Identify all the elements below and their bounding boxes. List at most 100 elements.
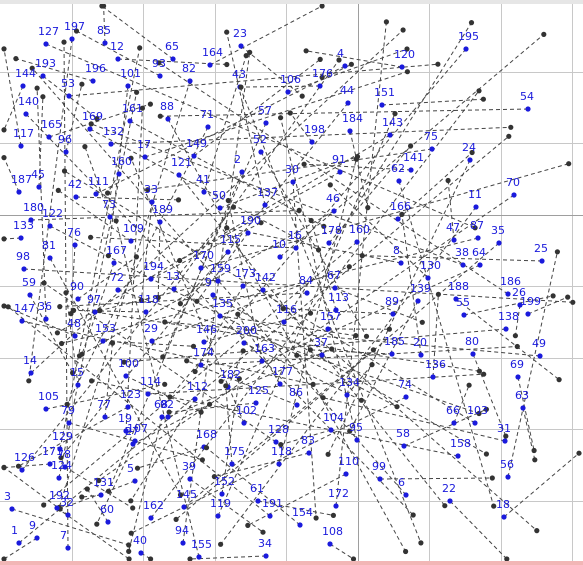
segment-startpoint xyxy=(157,219,163,225)
point-label: 47 xyxy=(446,221,460,234)
segment-endpoint xyxy=(105,253,111,259)
point-label: 82 xyxy=(182,62,196,75)
dashed-segment xyxy=(58,80,191,508)
dashed-segment xyxy=(43,241,358,506)
segment-startpoint xyxy=(477,262,483,268)
dashed-segment xyxy=(287,48,408,93)
dashed-segment xyxy=(130,398,196,502)
point-label: 107 xyxy=(127,422,148,435)
segment-endpoint xyxy=(203,445,210,451)
segment-endpoint xyxy=(410,512,416,518)
segment-startpoint xyxy=(263,553,269,559)
point-label: 105 xyxy=(38,390,59,403)
dashed-segment xyxy=(21,320,314,385)
segment-endpoint xyxy=(82,144,88,150)
segment-endpoint xyxy=(287,110,293,116)
bottom-frame-bar xyxy=(0,561,583,565)
dashed-segment xyxy=(173,59,340,290)
point-label: 103 xyxy=(467,404,488,417)
dashed-segment xyxy=(68,63,438,97)
dashed-segment xyxy=(68,422,203,461)
segment-startpoint xyxy=(75,382,81,388)
segment-endpoint xyxy=(370,347,376,353)
point-label: 30 xyxy=(285,163,299,176)
segment-endpoint xyxy=(99,3,105,9)
segment-startpoint xyxy=(132,478,138,484)
segment-endpoint xyxy=(126,548,132,555)
segment-startpoint xyxy=(333,307,339,313)
dashed-segment xyxy=(186,360,298,406)
point-label: 122 xyxy=(42,207,63,220)
dashed-segment xyxy=(59,292,308,308)
point-label: 97 xyxy=(87,293,101,306)
segment-startpoint xyxy=(398,260,404,266)
point-label: 76 xyxy=(67,226,81,239)
dashed-segment xyxy=(59,480,136,510)
point-label: 174 xyxy=(193,346,214,359)
point-label: 114 xyxy=(140,375,161,388)
point-label: 109 xyxy=(123,222,144,235)
dashed-segment xyxy=(381,98,484,106)
segment-startpoint xyxy=(517,302,523,308)
segment-endpoint xyxy=(565,294,571,300)
point-label: 106 xyxy=(280,73,301,86)
point-label: 130 xyxy=(420,259,441,272)
dashed-segment xyxy=(21,206,234,471)
segment-startpoint xyxy=(309,139,315,145)
segment-startpoint xyxy=(290,179,296,185)
point-label: 67 xyxy=(327,269,341,282)
segment-startpoint xyxy=(245,230,251,236)
segment-endpoint xyxy=(1,127,7,133)
segment-startpoint xyxy=(277,381,283,387)
point-label: 128 xyxy=(268,423,289,436)
segment-endpoint xyxy=(128,530,134,536)
segment-endpoint xyxy=(476,368,482,374)
segment-startpoint xyxy=(165,116,171,122)
point-label: 177 xyxy=(272,365,293,378)
segment-startpoint xyxy=(187,476,193,482)
segment-startpoint xyxy=(90,78,96,84)
segment-startpoint xyxy=(461,312,467,318)
segment-startpoint xyxy=(344,392,350,398)
segment-endpoint xyxy=(88,234,94,240)
dashed-segment xyxy=(3,305,76,337)
segment-startpoint xyxy=(225,249,231,255)
segment-endpoint xyxy=(442,503,448,509)
segment-startpoint xyxy=(16,540,22,546)
dashed-segment xyxy=(137,446,205,469)
dashed-segment xyxy=(262,289,538,531)
point-label: 164 xyxy=(202,46,223,59)
point-label: 141 xyxy=(403,151,424,164)
segment-endpoint xyxy=(59,340,65,347)
segment-endpoint xyxy=(534,528,540,534)
point-label: 189 xyxy=(152,203,173,216)
point-label: 93 xyxy=(152,57,166,70)
dashed-segment xyxy=(179,171,341,261)
dashed-segment xyxy=(226,227,402,264)
segment-startpoint xyxy=(123,428,129,434)
segment-endpoint xyxy=(404,69,410,75)
segment-endpoint xyxy=(155,294,161,301)
point-label: 191 xyxy=(262,497,283,510)
segment-startpoint xyxy=(470,351,476,357)
segment-startpoint xyxy=(18,235,24,241)
segment-endpoint xyxy=(194,298,200,304)
segment-startpoint xyxy=(347,128,353,134)
segment-startpoint xyxy=(157,73,163,79)
point-label: 43 xyxy=(232,68,246,81)
segment-endpoint xyxy=(550,293,556,299)
segment-startpoint xyxy=(28,370,34,376)
dashed-segment xyxy=(206,447,301,526)
dashed-segment xyxy=(167,348,332,418)
segment-startpoint xyxy=(205,124,211,130)
dashed-segment xyxy=(58,92,138,479)
segment-endpoint xyxy=(148,556,154,562)
dashed-segment xyxy=(220,206,477,545)
segment-endpoint xyxy=(96,477,102,484)
dashed-segment xyxy=(349,300,419,432)
segment-startpoint xyxy=(502,438,508,444)
point-label: 33 xyxy=(144,183,158,196)
segment-endpoint xyxy=(134,465,141,471)
segment-endpoint xyxy=(503,433,509,439)
